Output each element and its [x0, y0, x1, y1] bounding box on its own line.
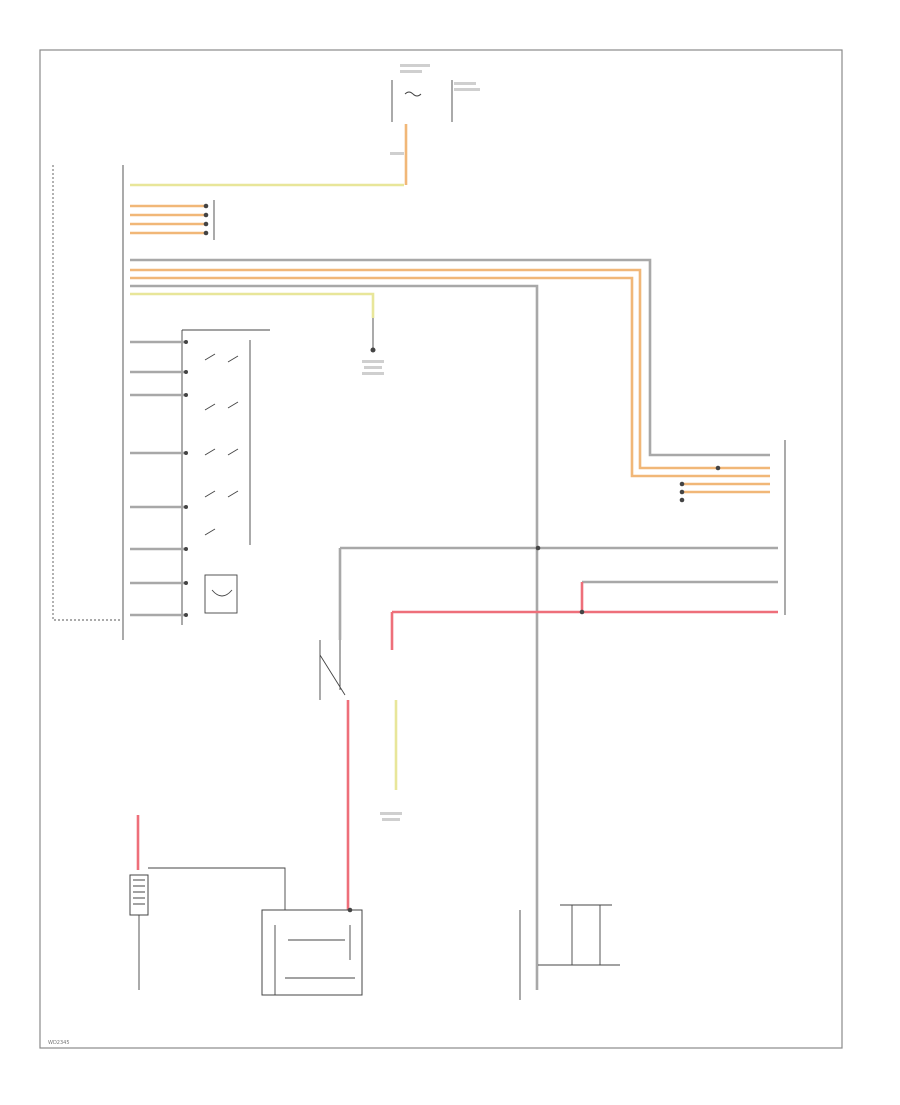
fuse-icon [391, 80, 453, 122]
short-orange-wires [130, 200, 215, 240]
relay-coil-icon [261, 907, 363, 996]
diagram-border [39, 49, 843, 1049]
ignition-switch [319, 640, 346, 700]
long-bus-wires [130, 258, 770, 990]
footer-code: WD2345 [48, 1040, 70, 1046]
ground-icon [362, 318, 384, 375]
battery-icon [129, 815, 286, 990]
main-connector-outline [52, 165, 120, 621]
switch-contact-icon [130, 329, 270, 625]
